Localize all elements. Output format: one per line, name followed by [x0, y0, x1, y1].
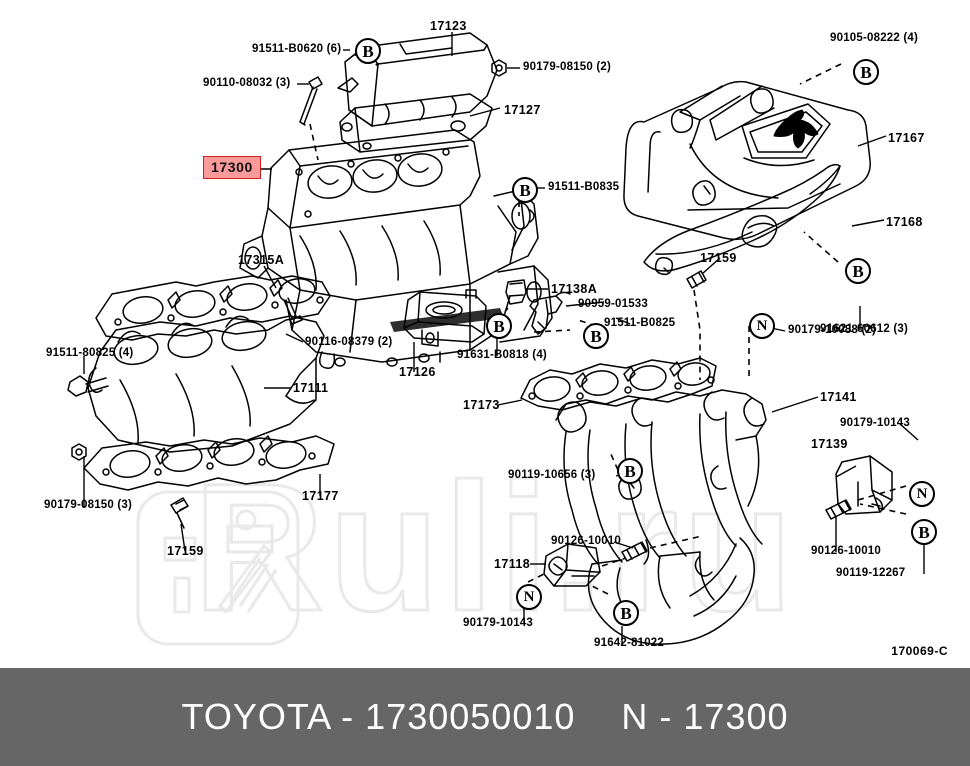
- footer-diagram-ref: N - 17300: [621, 696, 789, 737]
- marker-b-4[interactable]: B: [845, 258, 871, 284]
- callout-17167[interactable]: 17167: [888, 131, 925, 145]
- part-17111-manifold: [87, 315, 325, 453]
- part-17173-gasket: [520, 357, 717, 411]
- part-17315A-gasket: [95, 275, 331, 341]
- stud-17159-left: [170, 497, 189, 529]
- callout-90116-08379--2-[interactable]: 90116-08379 (2): [305, 336, 393, 348]
- bolt-90110-08032: [299, 76, 323, 126]
- callout-17127[interactable]: 17127: [504, 103, 541, 117]
- callout-17315a[interactable]: 17315A: [238, 253, 285, 267]
- bolt-90126-10010-right: [825, 499, 852, 520]
- callout-90179-10143[interactable]: 90179-10143: [463, 617, 533, 629]
- callout-90179-08150--3-[interactable]: 90179-08150 (3): [44, 499, 133, 511]
- marker-b-2[interactable]: B: [853, 59, 879, 85]
- callout-17111[interactable]: 17111: [293, 381, 329, 395]
- callout-17139[interactable]: 17139: [811, 437, 848, 451]
- callout-17159[interactable]: 17159: [700, 251, 737, 265]
- highlighted-part-number[interactable]: 17300: [203, 156, 261, 179]
- callout-91511-b0835[interactable]: 91511-B0835: [548, 181, 620, 193]
- callout-91642-81022[interactable]: 91642-81022: [594, 637, 664, 649]
- part-17126-bracket: [403, 289, 487, 347]
- marker-b-8[interactable]: B: [617, 458, 643, 484]
- callout-90959-01533[interactable]: 90959-01533: [578, 298, 648, 310]
- callout-17141[interactable]: 17141: [820, 390, 857, 404]
- callout-90126-10010[interactable]: 90126-10010: [551, 535, 621, 547]
- marker-n-9[interactable]: N: [909, 481, 935, 507]
- callout-17173[interactable]: 17173: [463, 398, 500, 412]
- callout-17118[interactable]: 17118: [494, 557, 531, 571]
- marker-n-11[interactable]: N: [516, 584, 542, 610]
- callout-17138a[interactable]: 17138A: [551, 282, 598, 296]
- callout-91511-80825--4-[interactable]: 91511-80825 (4): [46, 347, 134, 359]
- marker-b-7[interactable]: B: [583, 323, 609, 349]
- nut-90179-08150-left: [71, 443, 87, 461]
- part-17138A-clip: [505, 279, 527, 305]
- callout-17123[interactable]: 17123: [430, 19, 467, 33]
- marker-b-3[interactable]: B: [512, 177, 538, 203]
- callout-90179-08150--2-[interactable]: 90179-08150 (2): [523, 61, 612, 73]
- part-90959-01533-valve: [529, 291, 571, 335]
- callout-91511-b0620--6-[interactable]: 91511-B0620 (6): [252, 43, 342, 55]
- diagram-canvas: Ruli.ru: [44, 19, 948, 658]
- part-17141-exhaust-manifold: [555, 389, 767, 645]
- footer-brand-part-number: TOYOTA - 1730050010: [181, 696, 576, 737]
- marker-b-6[interactable]: B: [486, 313, 512, 339]
- nut-90179-08150: [491, 59, 507, 77]
- callout-90110-08032--3-[interactable]: 90110-08032 (3): [203, 77, 291, 89]
- callout-90179-10088--2-[interactable]: 90179-10088 (2): [788, 324, 877, 336]
- diagram-line-art: [67, 32, 925, 645]
- part-17139-heat-shield: [835, 455, 893, 515]
- callout-17126[interactable]: 17126: [399, 365, 436, 379]
- marker-n-5[interactable]: N: [749, 313, 775, 339]
- callout-90119-10656--3-[interactable]: 90119-10656 (3): [508, 469, 596, 481]
- stud-17159-right: [686, 270, 707, 289]
- callout-90126-10010[interactable]: 90126-10010: [811, 545, 881, 557]
- callout-90179-10143[interactable]: 90179-10143: [840, 417, 910, 429]
- leader-lines: [83, 32, 925, 644]
- callout-91511-b0825[interactable]: 91511-B0825: [604, 317, 676, 329]
- part-17118-bracket: [543, 543, 601, 587]
- callout-91631-b0818--4-[interactable]: 91631-B0818 (4): [457, 349, 547, 361]
- callout-91621-60612--3-[interactable]: 91621-60612 (3): [820, 323, 909, 335]
- marker-b-10[interactable]: B: [911, 519, 937, 545]
- callout-17159[interactable]: 17159: [167, 544, 204, 558]
- part-17127-gasket: [337, 77, 493, 153]
- callout-17168[interactable]: 17168: [886, 215, 923, 229]
- diagram-reference-code: 170069-C: [891, 644, 948, 658]
- callout-17177[interactable]: 17177: [302, 489, 339, 503]
- marker-b-1[interactable]: B: [355, 38, 381, 64]
- marker-b-12[interactable]: B: [613, 600, 639, 626]
- callout-90105-08222--4-[interactable]: 90105-08222 (4): [830, 32, 919, 44]
- footer-bar: TOYOTA - 1730050010 N - 17300: [0, 668, 970, 766]
- part-17168-insulator: [643, 163, 841, 276]
- part-17167-engine-cover: [623, 80, 871, 241]
- callout-90119-12267[interactable]: 90119-12267: [836, 567, 906, 579]
- bolt-91511-80825: [67, 375, 109, 397]
- part-17177-gasket: [83, 435, 335, 491]
